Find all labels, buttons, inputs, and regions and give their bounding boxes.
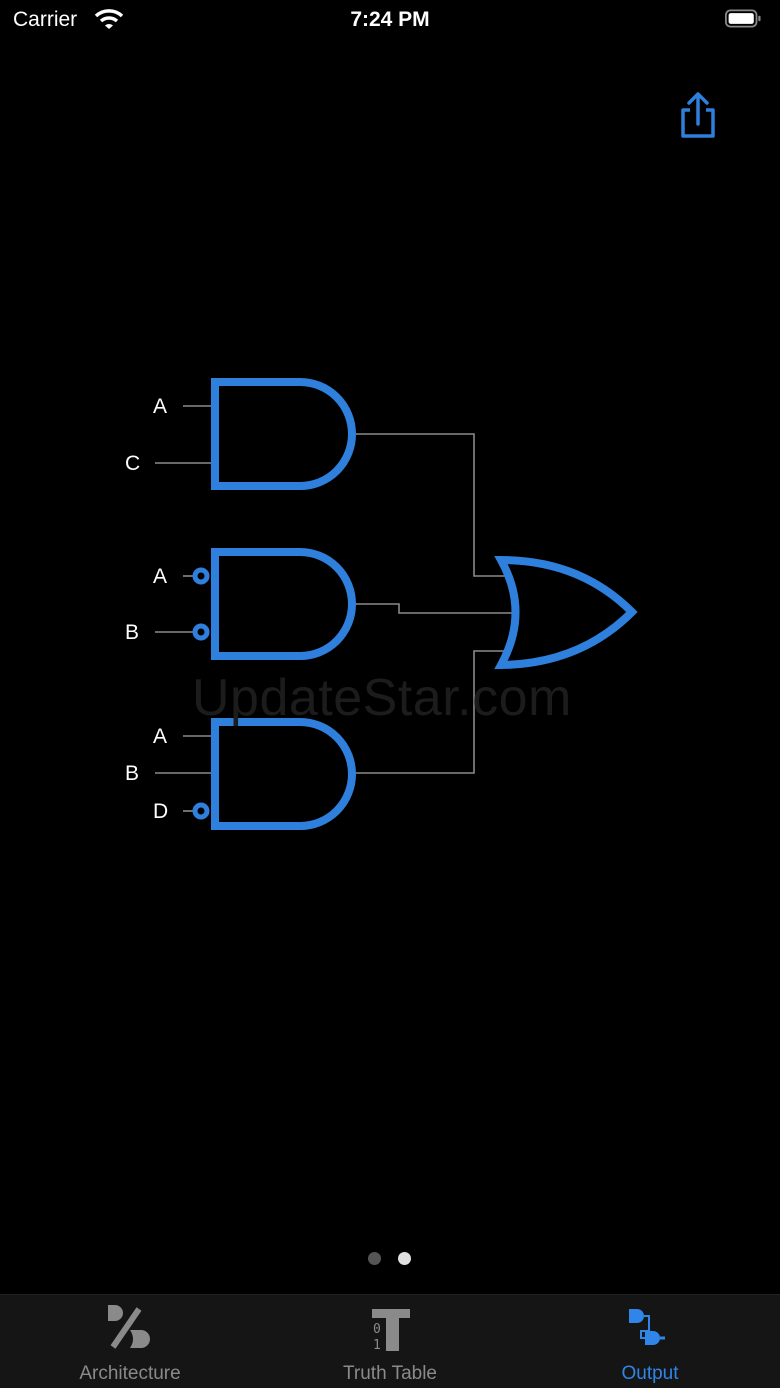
battery-icon	[725, 9, 761, 28]
input-label: C	[125, 452, 141, 475]
share-icon[interactable]	[675, 90, 721, 140]
output-wire	[353, 603, 512, 614]
tab-label: Truth Table	[343, 1363, 437, 1384]
and-gate-1	[211, 378, 356, 490]
or-gate	[494, 555, 638, 670]
page-dot[interactable]	[368, 1252, 381, 1265]
tab-bar: Architecture 0 1 Truth Table Output	[0, 1294, 780, 1388]
and-gate-3	[211, 718, 356, 830]
tab-label: Output	[621, 1363, 679, 1384]
svg-text:1: 1	[373, 1338, 381, 1353]
output-wire	[353, 650, 506, 774]
wifi-icon	[94, 9, 124, 29]
tab-output[interactable]: Output	[520, 1295, 780, 1388]
tab-truth-table[interactable]: 0 1 Truth Table	[260, 1295, 520, 1388]
input-label: A	[153, 725, 168, 748]
input-label: A	[153, 395, 168, 418]
and-gate-2	[211, 548, 356, 660]
wires	[155, 405, 512, 812]
output-wire	[353, 433, 506, 577]
svg-text:0: 0	[373, 1322, 381, 1337]
clock: 7:24 PM	[350, 8, 430, 31]
tab-architecture[interactable]: Architecture	[0, 1295, 260, 1388]
page-dot-active[interactable]	[398, 1252, 411, 1265]
input-label: A	[153, 565, 168, 588]
inverter-bubble	[192, 567, 210, 585]
architecture-icon	[108, 1305, 150, 1349]
inverter-bubble	[192, 623, 210, 641]
inverter-bubble	[192, 802, 210, 820]
carrier-label: Carrier	[13, 8, 78, 31]
input-label: D	[153, 800, 169, 823]
tab-label: Architecture	[79, 1363, 181, 1384]
status-bar: Carrier 7:24 PM	[0, 0, 780, 40]
watermark: UpdateStar.com	[192, 669, 572, 727]
input-label: B	[125, 621, 140, 644]
truth-table-icon: 0 1	[372, 1309, 410, 1353]
output-icon	[629, 1309, 665, 1345]
input-label: B	[125, 762, 140, 785]
circuit-diagram	[155, 378, 638, 830]
